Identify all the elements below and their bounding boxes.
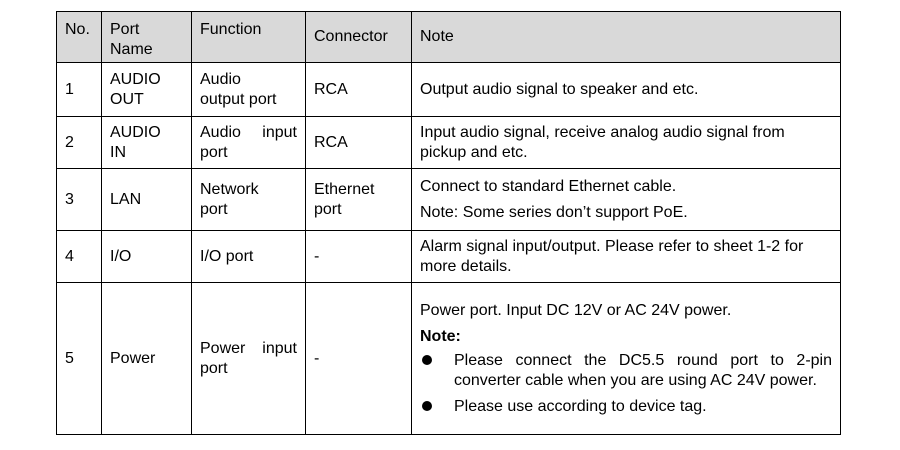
header-connector: Connector	[305, 11, 412, 63]
connector-cell: -	[305, 230, 412, 283]
table-row: 5 Power Power input port - Power port. I…	[56, 282, 841, 435]
note-cell: Power port. Input DC 12V or AC 24V power…	[411, 282, 841, 435]
note-intro: Power port. Input DC 12V or AC 24V power…	[420, 301, 732, 319]
note-cell: Input audio signal, receive analog audio…	[411, 116, 841, 169]
table-row: 4 I/O I/O port - Alarm signal input/outp…	[56, 230, 841, 283]
row-number: 5	[56, 282, 102, 435]
function-cell: Audio input port	[191, 116, 306, 169]
port-name-cell: I/O	[101, 230, 192, 283]
function-cell: Audio output port	[191, 62, 306, 117]
row-number: 4	[56, 230, 102, 283]
note-cell: Connect to standard Ethernet cable. Note…	[411, 168, 841, 231]
function-cell: Network port	[191, 168, 306, 231]
port-name-cell: LAN	[101, 168, 192, 231]
row-number: 1	[56, 62, 102, 117]
table-row: 3 LAN Network port Ethernet port Connect…	[56, 168, 841, 231]
header-function: Function	[191, 11, 306, 63]
header-note: Note	[411, 11, 841, 63]
bullet-dot-icon	[422, 400, 432, 411]
note-cell: Alarm signal input/output. Please refer …	[411, 230, 841, 283]
row-number: 3	[56, 168, 102, 231]
list-item: Please use according to device tag.	[420, 397, 832, 417]
port-table: No. Port Name Function Connector Note 1 …	[56, 11, 841, 435]
port-name-cell: AUDIO IN	[101, 116, 192, 169]
port-name-cell: AUDIO OUT	[101, 62, 192, 117]
row-number: 2	[56, 116, 102, 169]
function-cell: Power input port	[191, 282, 306, 435]
connector-cell: RCA	[305, 62, 412, 117]
table-row: 2 AUDIO IN Audio input port RCA Input au…	[56, 116, 841, 169]
list-item: Please connect the DC5.5 round port to 2…	[420, 351, 832, 391]
table-row: 1 AUDIO OUT Audio output port RCA Output…	[56, 62, 841, 117]
table-header-row: No. Port Name Function Connector Note	[56, 11, 841, 63]
note-bullet-list: Please connect the DC5.5 round port to 2…	[420, 351, 832, 417]
connector-cell: RCA	[305, 116, 412, 169]
connector-cell: Ethernet port	[305, 168, 412, 231]
note-label: Note:	[420, 327, 461, 345]
header-no: No.	[56, 11, 102, 63]
function-cell: I/O port	[191, 230, 306, 283]
header-port-name: Port Name	[101, 11, 192, 63]
connector-cell: -	[305, 282, 412, 435]
note-cell: Output audio signal to speaker and etc.	[411, 62, 841, 117]
bullet-dot-icon	[422, 354, 432, 365]
port-name-cell: Power	[101, 282, 192, 435]
